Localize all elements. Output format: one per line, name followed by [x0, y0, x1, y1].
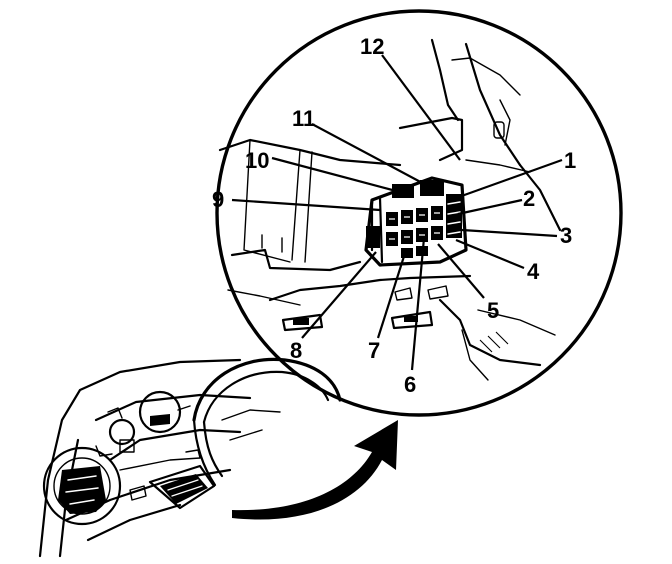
callout-label-2: 2: [523, 186, 535, 211]
callout-label-3: 3: [560, 223, 572, 248]
callout-label-4: 4: [527, 259, 540, 284]
callout-label-9: 9: [212, 187, 224, 212]
callout-label-8: 8: [290, 338, 302, 363]
callout-label-5: 5: [487, 298, 499, 323]
callout-label-6: 6: [404, 372, 416, 397]
steering-wheel: [192, 357, 342, 487]
callout-label-11: 11: [292, 106, 315, 131]
leader-8: [301, 251, 377, 339]
leader-10: [271, 156, 401, 194]
leader-7: [376, 249, 408, 339]
callout-label-10: 10: [245, 148, 269, 173]
leader-9: [231, 198, 381, 212]
leader-6: [410, 237, 426, 371]
fuse-column-right: [446, 194, 462, 238]
curved-arrow-icon: [232, 420, 398, 520]
fuse-block: [364, 176, 468, 267]
leader-4: [455, 238, 525, 270]
callout-leader-lines: [231, 54, 563, 371]
callout-label-7: 7: [368, 338, 380, 363]
leader-2: [457, 198, 523, 216]
leader-1: [455, 158, 563, 200]
leader-3: [461, 228, 558, 238]
magnified-detail-view: 12 11 10 9 1 2 3 4 5 6 7 8: [212, 9, 623, 417]
callout-labels: 12 11 10 9 1 2 3 4 5 6 7 8: [212, 34, 576, 397]
fuse-panel-location: [148, 464, 216, 510]
gauge-left: [108, 418, 136, 446]
location-pointer-arrow: [232, 420, 398, 520]
dashboard-overview: [38, 357, 342, 558]
callout-label-12: 12: [360, 34, 384, 59]
relay-block-top-left: [392, 184, 414, 198]
leader-12: [381, 54, 461, 161]
leader-5: [437, 243, 485, 299]
callout-label-1: 1: [564, 148, 576, 173]
gauge-center: [138, 390, 182, 434]
leader-11: [311, 123, 429, 187]
